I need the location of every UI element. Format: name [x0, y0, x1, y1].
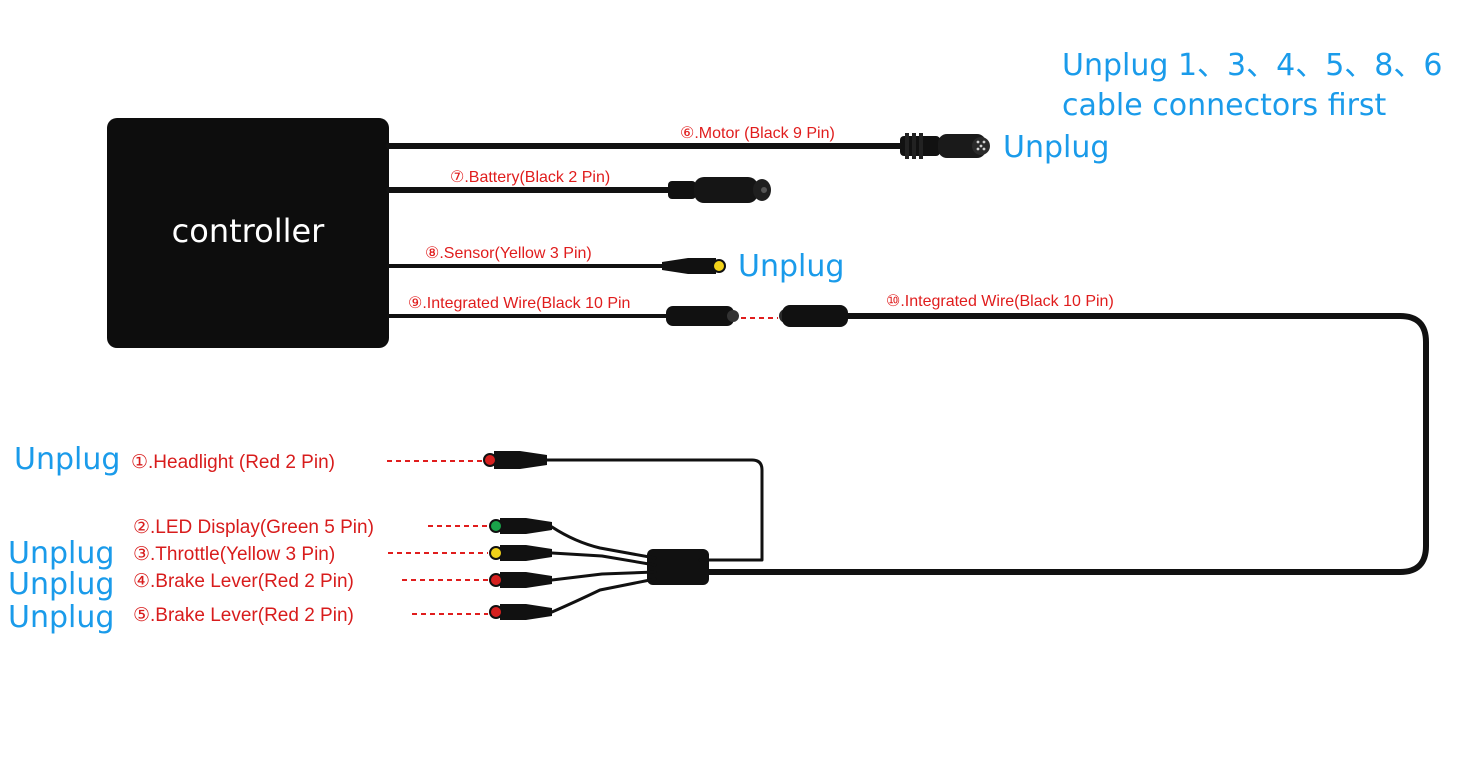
sensor-unplug: Unplug — [738, 249, 844, 284]
motor-label: ⑥.Motor (Black 9 Pin) — [680, 125, 835, 142]
headlight-unplug: Unplug — [14, 442, 120, 477]
sensor-label: ⑧.Sensor(Yellow 3 Pin) — [425, 245, 592, 262]
instruction-line-2: cable connectors first — [1062, 88, 1387, 123]
integrated-10-label: ⑩.Integrated Wire(Black 10 Pin) — [886, 293, 1114, 310]
battery-label: ⑦.Battery(Black 2 Pin) — [450, 169, 610, 186]
integrated-9-label: ⑨.Integrated Wire(Black 10 Pin — [408, 295, 630, 312]
splitter-hub — [543, 458, 764, 614]
brake-lever-5-label: ⑤.Brake Lever(Red 2 Pin) — [133, 605, 354, 626]
controller-box: controller — [107, 118, 389, 348]
throttle-unplug: Unplug — [8, 536, 114, 571]
headlight-label: ①.Headlight (Red 2 Pin) — [131, 452, 335, 473]
brake-lever-5-unplug: Unplug — [8, 600, 114, 635]
led-display-label: ②.LED Display(Green 5 Pin) — [133, 517, 374, 538]
throttle-connector — [489, 545, 552, 561]
integrated-wire-cable — [387, 305, 1429, 575]
brake-lever-4-label: ④.Brake Lever(Red 2 Pin) — [133, 571, 354, 592]
motor-unplug: Unplug — [1003, 130, 1109, 165]
instruction-line-1: Unplug 1、3、4、5、8、6 — [1062, 48, 1442, 83]
motor-cable — [386, 133, 990, 159]
brake-lever-4-unplug: Unplug — [8, 567, 114, 602]
battery-cable — [386, 177, 771, 203]
throttle-label: ③.Throttle(Yellow 3 Pin) — [133, 544, 335, 565]
brake-lever-5-connector — [489, 604, 552, 620]
led-display-connector — [489, 518, 552, 534]
controller-label: controller — [172, 212, 326, 250]
sensor-cable — [387, 258, 726, 274]
brake-lever-4-connector — [489, 572, 552, 588]
headlight-connector — [483, 451, 547, 469]
